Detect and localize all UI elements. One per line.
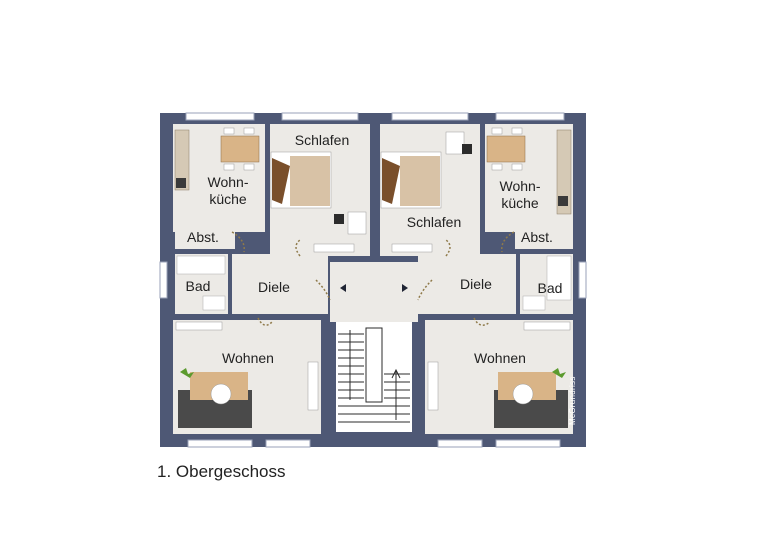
- room-label-abst-left: Abst.: [187, 229, 219, 245]
- room-label-wohnen-right: Wohnen: [474, 350, 526, 366]
- room-label-schlafen-left: Schlafen: [294, 132, 350, 148]
- floor-abst-right: [515, 225, 573, 249]
- room-label-abst-right: Abst.: [521, 229, 553, 245]
- furniture-left: [174, 127, 367, 428]
- arrow-left-icon: [340, 284, 346, 292]
- floor-abst-left: [175, 225, 235, 249]
- room-label-diele-left: Diele: [258, 279, 290, 295]
- floor-diele-right: [418, 254, 516, 314]
- room-label-schlafen-right: Schlafen: [406, 214, 462, 230]
- watermark: McGrundriss: [568, 376, 577, 425]
- windows: [159, 112, 587, 448]
- entrance-arrows: [340, 284, 408, 292]
- floor-diele-left: [232, 254, 328, 314]
- room-label-bad-right: Bad: [537, 280, 563, 296]
- room-label-wohnen-left: Wohnen: [222, 350, 274, 366]
- room-label-diele-right: Diele: [460, 276, 492, 292]
- room-label-wohnkueche-left: Wohn- küche: [207, 174, 249, 207]
- room-label-bad-left: Bad: [185, 278, 211, 294]
- room-label-wohnkueche-right: Wohn- küche: [499, 178, 541, 211]
- staircase: [336, 322, 412, 432]
- floor-caption: 1. Obergeschoss: [157, 462, 286, 481]
- doors: [231, 231, 515, 326]
- floor-hall: [330, 262, 418, 322]
- arrow-right-icon: [402, 284, 408, 292]
- furniture-right: [380, 127, 572, 428]
